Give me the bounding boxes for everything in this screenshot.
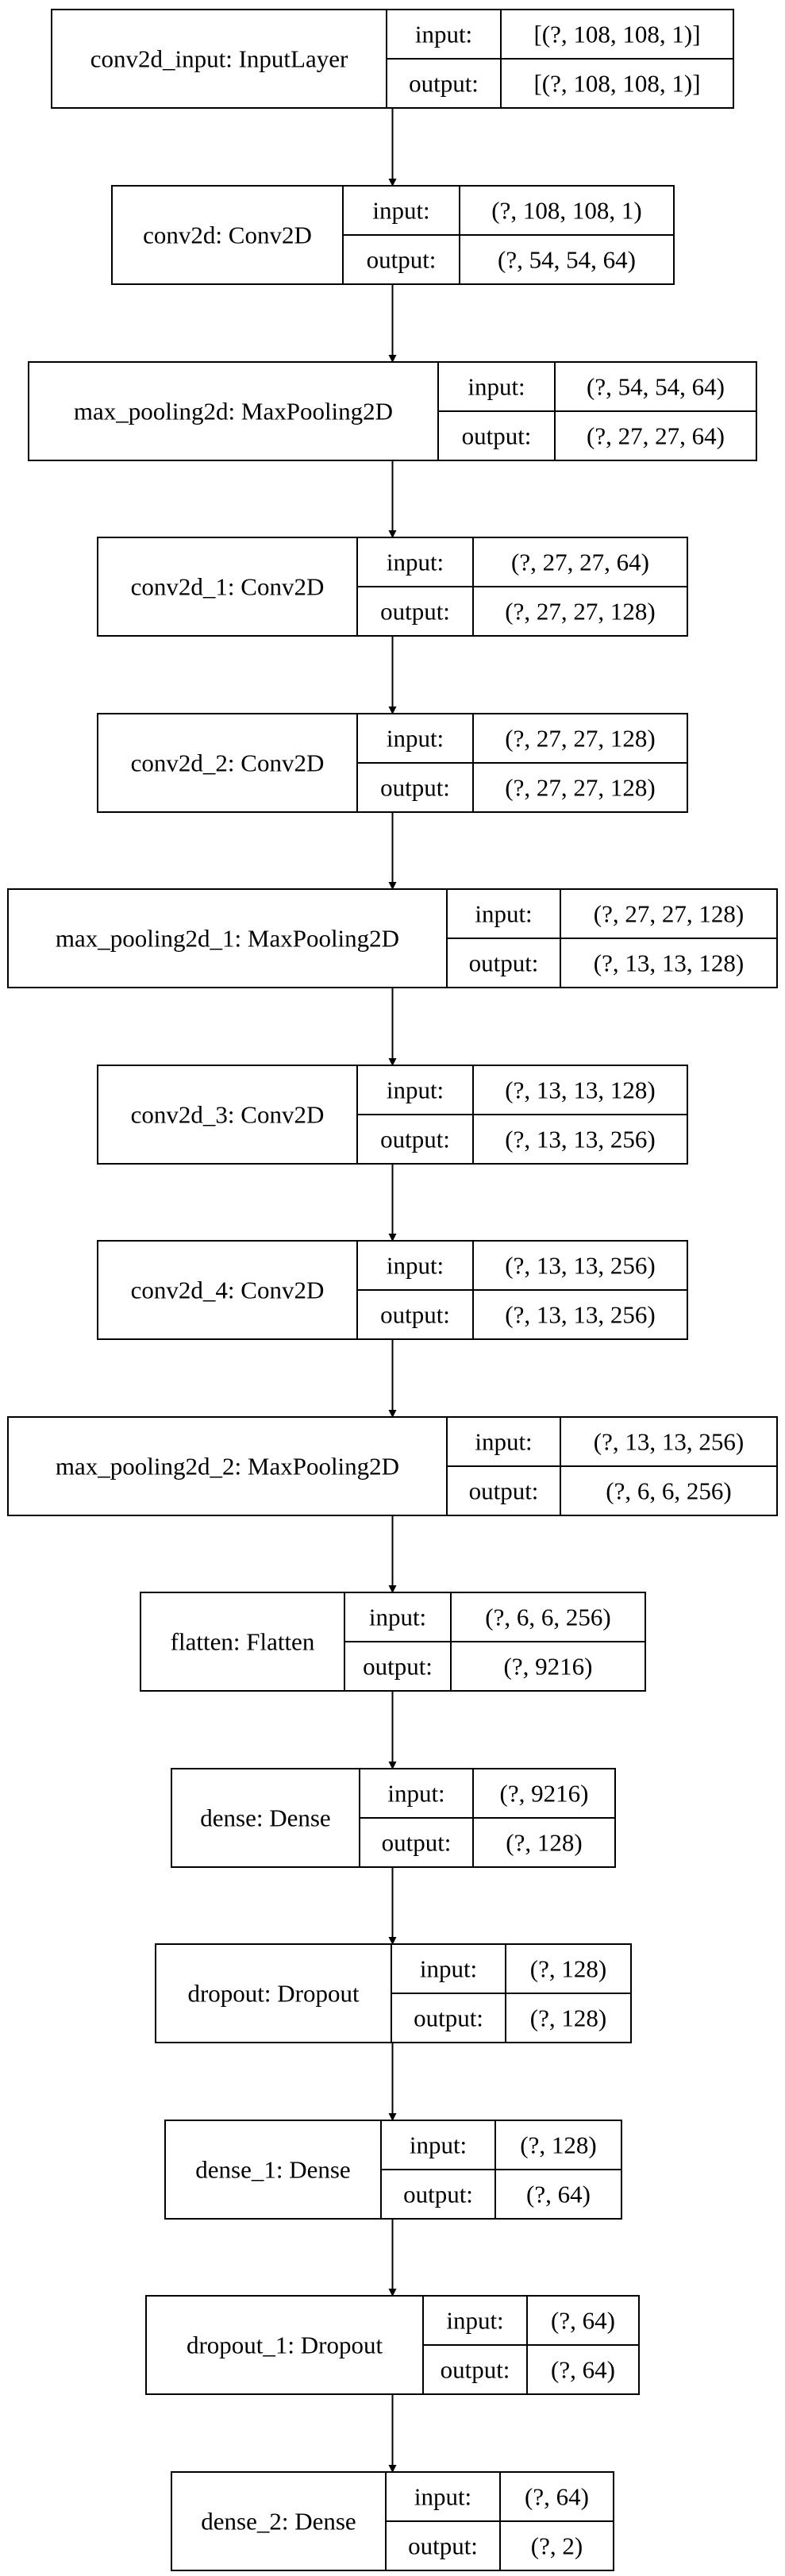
input-label: input:: [414, 2483, 471, 2511]
layer-name: conv2d_3: Conv2D: [131, 1101, 325, 1129]
output-shape: (?, 54, 54, 64): [498, 246, 636, 274]
output-shape: (?, 13, 13, 256): [505, 1301, 655, 1329]
output-shape: (?, 9216): [504, 1653, 593, 1681]
input-shape: (?, 64): [551, 2307, 615, 2335]
input-shape: (?, 6, 6, 256): [485, 1604, 610, 1631]
input-label: input:: [446, 2307, 503, 2335]
input-label: input:: [387, 1076, 444, 1104]
output-label: output:: [414, 2004, 483, 2032]
layer-node: conv2d_4: Conv2D input: output: (?, 13, 13,…: [97, 1240, 688, 1340]
output-label: output:: [380, 774, 450, 802]
output-label: output:: [469, 1477, 539, 1505]
layer-name: max_pooling2d: MaxPooling2D: [74, 398, 393, 425]
input-shape: (?, 54, 54, 64): [587, 373, 725, 401]
input-label: input:: [475, 900, 532, 928]
input-shape: (?, 13, 13, 256): [505, 1252, 655, 1280]
output-label: output:: [382, 1829, 452, 1857]
input-label: input:: [387, 1780, 444, 1808]
output-label: output:: [408, 2532, 478, 2560]
input-shape: (?, 9216): [500, 1780, 589, 1808]
output-label: output:: [462, 422, 532, 450]
output-label: output:: [367, 246, 437, 274]
output-shape: (?, 27, 27, 128): [505, 774, 655, 802]
input-label: input:: [372, 197, 429, 225]
layer-name: dropout: Dropout: [187, 1980, 360, 2008]
output-label: output:: [409, 70, 479, 98]
output-shape: (?, 13, 13, 256): [505, 1126, 655, 1153]
output-shape: [(?, 108, 108, 1)]: [533, 70, 700, 98]
output-shape: (?, 128): [506, 1829, 582, 1857]
layer-node: conv2d_input: InputLayer input: output: [(?…: [51, 9, 734, 109]
layer-node: dense: Dense input: output: (?, 9216) (?, 12…: [171, 1768, 616, 1868]
input-shape: (?, 64): [525, 2483, 589, 2511]
input-shape: (?, 13, 13, 128): [505, 1076, 655, 1104]
layer-name: conv2d_1: Conv2D: [131, 573, 325, 601]
layer-node: conv2d: Conv2D input: output: (?, 108, 108,…: [111, 185, 675, 285]
layer-name: dense: Dense: [200, 1804, 330, 1832]
input-shape: (?, 27, 27, 128): [505, 725, 655, 753]
layer-node: max_pooling2d: MaxPooling2D input: output:…: [28, 361, 757, 461]
input-label: input:: [420, 1955, 477, 1983]
output-shape: (?, 6, 6, 256): [606, 1477, 731, 1505]
layer-node: max_pooling2d_2: MaxPooling2D input: outpu…: [7, 1416, 778, 1516]
layer-name: dense_1: Dense: [195, 2156, 350, 2184]
output-label: output:: [380, 598, 450, 626]
layer-name: max_pooling2d_1: MaxPooling2D: [56, 925, 399, 953]
layer-name: conv2d: Conv2D: [143, 221, 312, 249]
layer-node: dense_2: Dense input: output: (?, 64) (?, 2): [171, 2471, 614, 2571]
layer-node: flatten: Flatten input: output: (?, 6, 6, 2…: [140, 1592, 646, 1692]
layer-nodes: conv2d_input: InputLayer input: output: [(?…: [7, 9, 778, 2571]
layer-name: conv2d_input: InputLayer: [90, 45, 348, 73]
input-label: input:: [410, 2131, 467, 2159]
layer-name: flatten: Flatten: [171, 1628, 315, 1656]
input-shape: (?, 128): [530, 1955, 606, 1983]
input-shape: [(?, 108, 108, 1)]: [533, 21, 700, 48]
input-shape: (?, 128): [520, 2131, 596, 2159]
input-label: input:: [387, 549, 444, 576]
input-shape: (?, 27, 27, 64): [511, 549, 649, 576]
output-label: output:: [403, 2181, 473, 2208]
input-label: input:: [468, 373, 525, 401]
layer-node: max_pooling2d_1: MaxPooling2D input: outpu…: [7, 888, 778, 988]
input-label: input:: [475, 1428, 532, 1456]
input-shape: (?, 108, 108, 1): [491, 197, 641, 225]
output-shape: (?, 64): [551, 2356, 615, 2384]
layer-node: conv2d_3: Conv2D input: output: (?, 13, 13,…: [97, 1065, 688, 1165]
output-label: output:: [380, 1126, 450, 1153]
output-shape: (?, 128): [530, 2004, 606, 2032]
output-shape: (?, 64): [526, 2181, 591, 2208]
input-label: input:: [387, 1252, 444, 1280]
output-label: output:: [469, 949, 539, 977]
layer-node: dropout_1: Dropout input: output: (?, 64) (?…: [145, 2295, 640, 2395]
output-label: output:: [380, 1301, 450, 1329]
layer-node: dense_1: Dense input: output: (?, 128) (?, 6…: [164, 2120, 622, 2220]
layer-name: dense_2: Dense: [201, 2508, 356, 2536]
input-label: input:: [415, 21, 472, 48]
layer-node: conv2d_2: Conv2D input: output: (?, 27, 27,…: [97, 713, 688, 813]
input-shape: (?, 27, 27, 128): [594, 900, 744, 928]
output-shape: (?, 13, 13, 128): [594, 949, 744, 977]
input-label: input:: [387, 725, 444, 753]
layer-node: dropout: Dropout input: output: (?, 128) (?,…: [155, 1943, 632, 2043]
output-shape: (?, 27, 27, 128): [505, 598, 655, 626]
output-shape: (?, 2): [531, 2532, 583, 2560]
layer-name: conv2d_2: Conv2D: [131, 749, 325, 777]
layer-name: max_pooling2d_2: MaxPooling2D: [56, 1453, 399, 1481]
output-label: output:: [363, 1653, 433, 1681]
input-shape: (?, 13, 13, 256): [594, 1428, 744, 1456]
input-label: input:: [369, 1604, 426, 1631]
output-label: output:: [441, 2356, 510, 2384]
layer-name: dropout_1: Dropout: [187, 2331, 383, 2359]
output-shape: (?, 27, 27, 64): [587, 422, 725, 450]
layer-name: conv2d_4: Conv2D: [131, 1276, 325, 1304]
layer-node: conv2d_1: Conv2D input: output: (?, 27, 27,…: [97, 537, 688, 637]
